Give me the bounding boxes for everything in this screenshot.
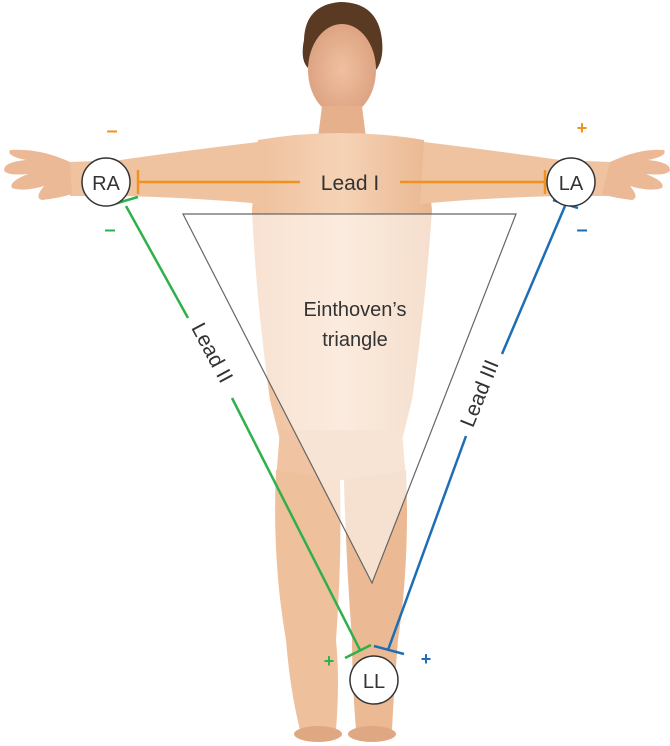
- electrode-ra-label: RA: [92, 173, 120, 195]
- polarity-la-lead3: –: [576, 219, 587, 241]
- triangle-label-line2: triangle: [322, 329, 388, 351]
- electrode-la-label: LA: [559, 173, 584, 195]
- electrode-ll: LL: [350, 656, 398, 704]
- triangle-label-line1: Einthoven’s: [303, 299, 406, 321]
- polarity-ll-lead3: +: [421, 649, 432, 669]
- polarity-la-lead1: +: [577, 118, 588, 138]
- lead-i-label: Lead I: [321, 172, 379, 195]
- electrode-ll-label: LL: [363, 671, 385, 693]
- polarity-ll-lead2: +: [324, 651, 335, 671]
- lead-iii-label: Lead III: [456, 357, 504, 431]
- polarity-ra-lead1: –: [106, 120, 117, 142]
- lead-ii-label: Lead II: [187, 319, 237, 387]
- electrode-ra: RA: [82, 158, 130, 206]
- electrode-la: LA: [547, 158, 595, 206]
- polarity-ra-lead2: –: [104, 219, 115, 241]
